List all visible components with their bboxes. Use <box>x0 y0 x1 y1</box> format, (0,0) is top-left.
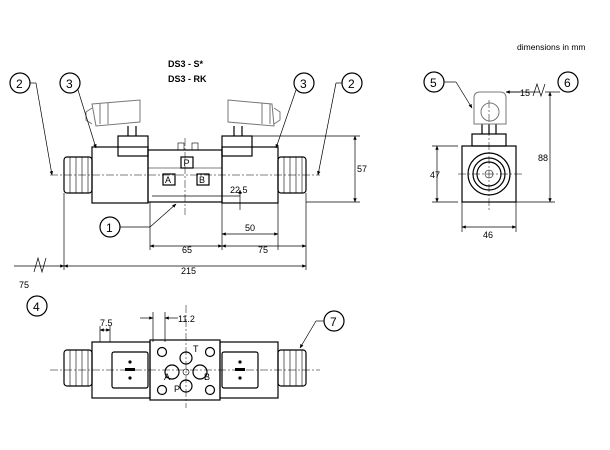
dim-22-5: 22.5 <box>230 185 248 195</box>
callout-6: 6 <box>557 71 579 93</box>
top-port-b: B <box>204 372 210 382</box>
top-port-t: T <box>193 344 199 354</box>
dim-65: 65 <box>182 245 192 255</box>
callout-3-right: 3 <box>275 72 315 149</box>
callout-7: 7 <box>299 310 345 349</box>
svg-text:6: 6 <box>564 76 571 90</box>
callout-2-right: 2 <box>317 72 363 176</box>
left-plug <box>85 99 141 127</box>
svg-text:2: 2 <box>348 77 355 91</box>
side-view <box>458 91 522 210</box>
dim-88: 88 <box>538 153 548 163</box>
port-a-label: A <box>165 175 171 185</box>
dim-7-5: 7.5 <box>100 318 113 328</box>
left-connector-box <box>117 135 149 157</box>
front-view: P A B 22.5 57 <box>50 99 367 215</box>
svg-text:7: 7 <box>330 315 337 329</box>
dim-57: 57 <box>357 164 367 174</box>
dim-46: 46 <box>483 230 493 240</box>
dim-47: 47 <box>430 170 440 180</box>
dim-50: 50 <box>245 223 255 233</box>
model-label-1: DS3 - S* <box>168 59 204 69</box>
svg-text:3: 3 <box>66 77 73 91</box>
svg-text:2: 2 <box>16 77 23 91</box>
callout-5: 5 <box>423 71 473 109</box>
port-a-box <box>162 173 176 186</box>
dim-11-2: 11.2 <box>178 314 195 324</box>
right-connector-box <box>221 135 253 157</box>
dim-15: 15 <box>520 88 530 98</box>
dim-215: 215 <box>181 266 196 276</box>
svg-text:3: 3 <box>300 77 307 91</box>
dim-75-left: 75 <box>19 280 29 290</box>
svg-text:1: 1 <box>106 221 113 235</box>
callout-4: 4 <box>26 295 48 317</box>
dim-75-right: 75 <box>258 245 268 255</box>
port-p-label: P <box>184 158 190 168</box>
port-b-label: B <box>199 175 205 185</box>
svg-text:5: 5 <box>430 76 437 90</box>
callout-2-left: 2 <box>9 72 54 176</box>
top-port-a: A <box>164 372 170 382</box>
top-port-p: P <box>174 384 180 394</box>
port-b-box <box>196 173 210 186</box>
model-label-2: DS3 - RK <box>168 74 207 84</box>
top-view: T A B P <box>50 305 320 408</box>
right-plug <box>227 99 281 127</box>
units-note: dimensions in mm <box>517 42 586 52</box>
port-p-box <box>180 156 194 169</box>
callout-3-left: 3 <box>59 72 97 149</box>
callout-1: 1 <box>99 203 177 238</box>
svg-text:4: 4 <box>33 300 40 314</box>
